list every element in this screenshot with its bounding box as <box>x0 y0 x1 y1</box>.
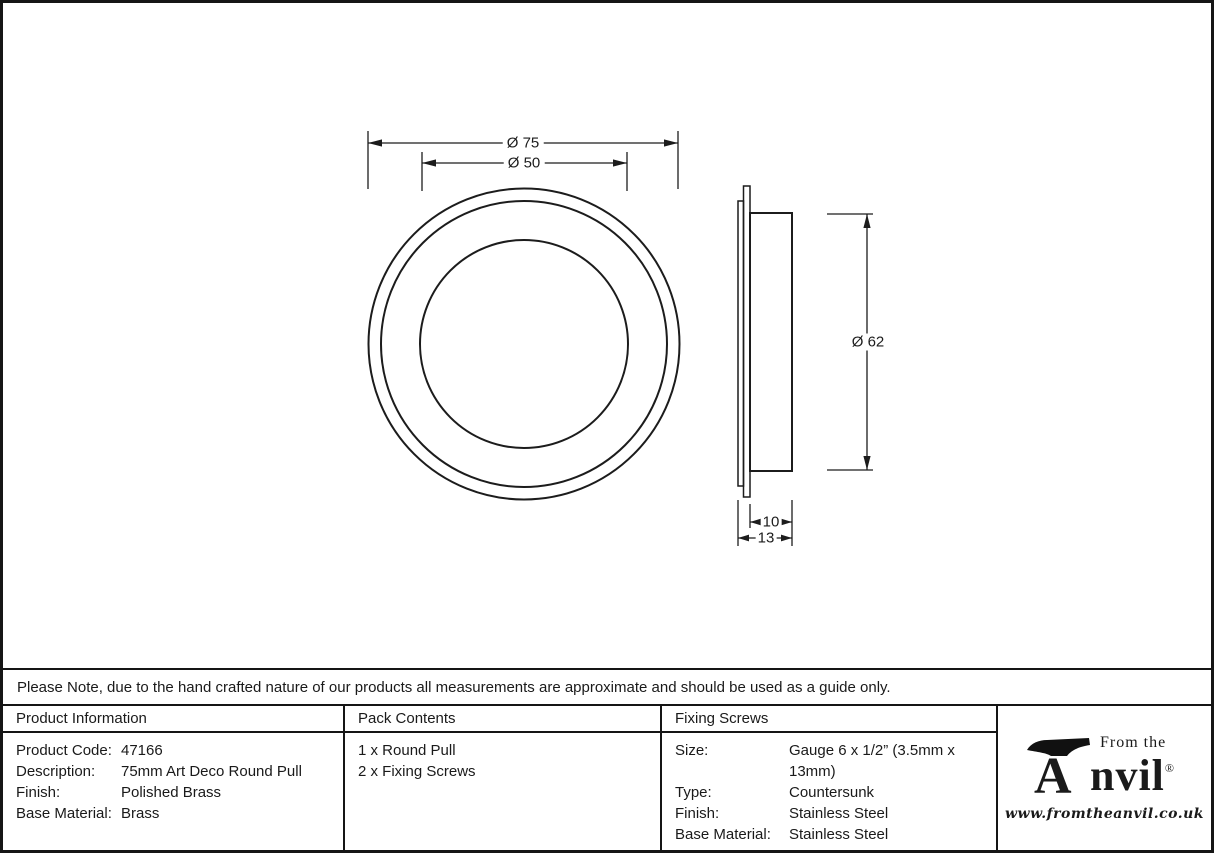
product-information-body: Product Code: 47166 Description: 75mm Ar… <box>3 733 343 824</box>
table-row: Base Material: Stainless Steel <box>675 824 996 845</box>
fixing-screws-column: Fixing Screws Size: Gauge 6 x 1/2” (3.5m… <box>662 706 998 850</box>
table-row: Finish: Stainless Steel <box>675 803 996 824</box>
measurement-note-text: Please Note, due to the hand crafted nat… <box>17 678 891 696</box>
side-dimensions <box>737 213 873 546</box>
screw-finish-value: Stainless Steel <box>789 805 889 822</box>
registered-trademark-symbol: ® <box>1164 761 1176 775</box>
front-dimension-arrows <box>368 139 678 167</box>
logo-from-the-text: From the <box>1099 734 1167 751</box>
logo-nvil-text: nvil® <box>1090 748 1176 798</box>
dim-label-side-diameter: Ø 62 <box>847 333 889 351</box>
description-value: 75mm Art Deco Round Pull <box>121 763 302 780</box>
front-view <box>367 187 681 501</box>
pack-contents-header: Pack Contents <box>345 706 660 733</box>
screw-type-value: Countersunk <box>789 784 875 801</box>
logo-right-block: From the nvil® <box>1090 734 1176 798</box>
technical-drawing: Ø 75 Ø 50 Ø 62 10 13 <box>3 3 1211 668</box>
product-information-column: Product Information Product Code: 47166 … <box>3 706 345 850</box>
screw-finish-label: Finish: <box>675 805 720 822</box>
rim-circle <box>380 200 668 488</box>
logo-wordmark: A From the nvil® <box>1026 734 1176 805</box>
brand-logo-cell: A From the nvil® www.fromtheanvil.co.uk <box>998 706 1211 850</box>
table-row: Size: Gauge 6 x 1/2” (3.5mm x 13mm) <box>675 740 996 782</box>
screw-size-label: Size: <box>675 742 709 759</box>
base-material-value: Brass <box>121 805 160 822</box>
finish-label: Finish: <box>16 784 61 801</box>
product-info-table: Product Information Product Code: 47166 … <box>3 706 1211 850</box>
table-row: Product Code: 47166 <box>16 740 343 761</box>
list-item: 1 x Round Pull <box>358 742 456 759</box>
dim-label-inner-diameter: Ø 50 <box>503 154 545 172</box>
table-row: Base Material: Brass <box>16 803 343 824</box>
fixing-screws-body: Size: Gauge 6 x 1/2” (3.5mm x 13mm) Type… <box>662 733 996 845</box>
table-row: Description: 75mm Art Deco Round Pull <box>16 761 343 782</box>
screw-base-material-label: Base Material: <box>675 826 771 843</box>
logo-website-url: www.fromtheanvil.co.uk <box>1005 806 1204 822</box>
pack-contents-column: Pack Contents 1 x Round Pull 2 x Fixing … <box>345 706 662 850</box>
drawing-canvas <box>367 131 873 546</box>
description-label: Description: <box>16 763 96 780</box>
recessed-body <box>749 212 793 472</box>
table-row: Finish: Polished Brass <box>16 782 343 803</box>
from-the-anvil-logo: A From the nvil® www.fromtheanvil.co.uk <box>1005 734 1204 822</box>
product-information-header: Product Information <box>3 706 343 733</box>
pack-contents-body: 1 x Round Pull 2 x Fixing Screws <box>345 733 660 782</box>
back-lip <box>737 200 745 487</box>
inner-circle <box>419 239 629 449</box>
dim-label-depth-total: 13 <box>755 529 777 547</box>
screw-type-label: Type: <box>675 784 712 801</box>
anvil-letter-a: A <box>1026 738 1090 805</box>
finish-value: Polished Brass <box>121 784 222 801</box>
product-code-value: 47166 <box>121 742 163 759</box>
measurement-note-row: Please Note, due to the hand crafted nat… <box>3 668 1211 706</box>
fixing-screws-header: Fixing Screws <box>662 706 996 733</box>
screw-base-material-value: Stainless Steel <box>789 826 889 843</box>
product-code-label: Product Code: <box>16 742 112 759</box>
anvil-icon <box>1026 738 1090 756</box>
logo-letter-a: A <box>1033 748 1072 805</box>
dim-label-outer-diameter: Ø 75 <box>502 134 544 152</box>
side-view <box>737 185 793 498</box>
table-row: Type: Countersunk <box>675 782 996 803</box>
outer-circle <box>367 187 681 501</box>
screw-size-value: Gauge 6 x 1/2” (3.5mm x 13mm) <box>789 742 955 780</box>
side-dimension-arrows <box>738 214 871 542</box>
base-material-label: Base Material: <box>16 805 112 822</box>
logo-brand-rest: nvil <box>1089 751 1165 800</box>
list-item: 2 x Fixing Screws <box>358 763 476 780</box>
dim-label-depth-inner: 10 <box>760 513 782 531</box>
